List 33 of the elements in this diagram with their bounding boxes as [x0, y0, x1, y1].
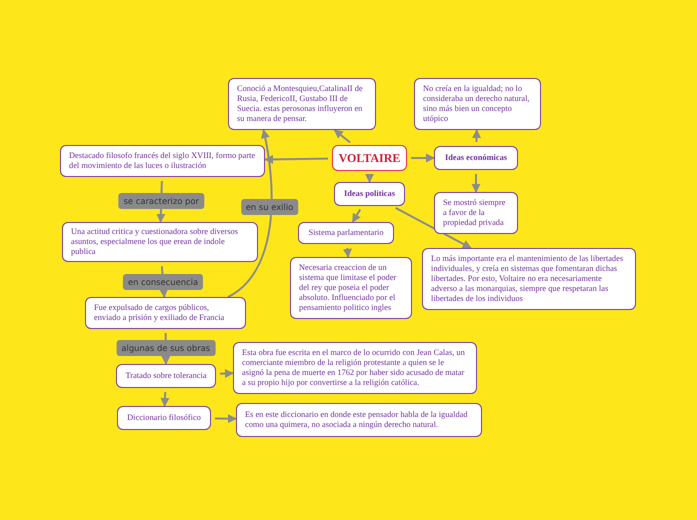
- arrow: [227, 129, 273, 298]
- arrow: [411, 154, 435, 162]
- arrow: [264, 154, 328, 164]
- concept-box: Fue expulsado de cargos públicos, enviado a prisión y exiliado de Francia: [85, 297, 246, 329]
- concept-box: Ideas económicas: [434, 146, 518, 170]
- concept-box: Diccionario filosófico: [117, 406, 211, 430]
- arrow: [215, 414, 237, 424]
- concept-box: No creía en la igualdad; no lo consideraba un derecho natural, sino más bien un concepto utópico: [414, 78, 541, 130]
- concept-box: Conoció a Montesquieu,CatalinaII de Rusia, FedericoII, Gustabo III de Suecia. estas perosonas influyeron en su manera de pensar.: [228, 78, 376, 130]
- concept-box: Lo más importante era el mantenimiento de las libertades individuales, y creía en sistemas que fomentaran dichas libertades. Por esto, Voltaire no era necesariamente adverso a las monarquias, siempre que respetaran las libertades de los individuos: [422, 248, 636, 310]
- concept-box: Sistema parlamentario: [298, 222, 394, 244]
- arrow: [160, 392, 170, 407]
- edge-label: en su exilio: [240, 199, 298, 215]
- concept-box: Es en este diccionario en donde este pensador habla de la igualdad como una quimera, no asociada a ningún derecho natural.: [236, 403, 482, 437]
- title-box: VOLTAIRE: [332, 145, 407, 171]
- concept-box: Necesaria creaccion de un sistema que limitase el poder del rey que poseia el poder absoluto. Influenciado por el pensamiento politico ingles: [290, 257, 412, 319]
- edge-label: se caracterizo por: [118, 193, 204, 210]
- edge-label: algunas de sus obras: [116, 340, 216, 356]
- arrow: [472, 174, 480, 193]
- concept-box: Esta obra fue escrita en el marco de lo ocurrido con Jean Calas, un comerciante miembro de la religión protestante a quien se le asignó la pena de muerte en 1762 por haber sido acusado de matar a su propio hijo por convertirse a la religión católica.: [233, 342, 477, 394]
- edge-label: en consecuencia: [123, 274, 204, 290]
- arrow: [365, 174, 374, 183]
- arrow: [334, 129, 351, 144]
- arrow: [472, 129, 482, 142]
- concept-box: Se mostró siempre a favor de la propiedad privada: [434, 192, 518, 234]
- arrow: [342, 248, 352, 258]
- arrow: [220, 369, 234, 378]
- concept-box: Destacado filosofo francés del siglo XVIII, formo parte del movimiento de las luces o ilustración: [60, 145, 265, 177]
- arrow: [352, 208, 362, 223]
- concept-box: Una actitud critica y cuestionadora sobre diversos asuntos, especialmene los que erean de indole publica: [62, 222, 258, 262]
- concept-box: Ideas politicas: [334, 182, 405, 206]
- arrow: [395, 207, 472, 249]
- concept-box: Tratado sobre tolerancia: [116, 364, 216, 388]
